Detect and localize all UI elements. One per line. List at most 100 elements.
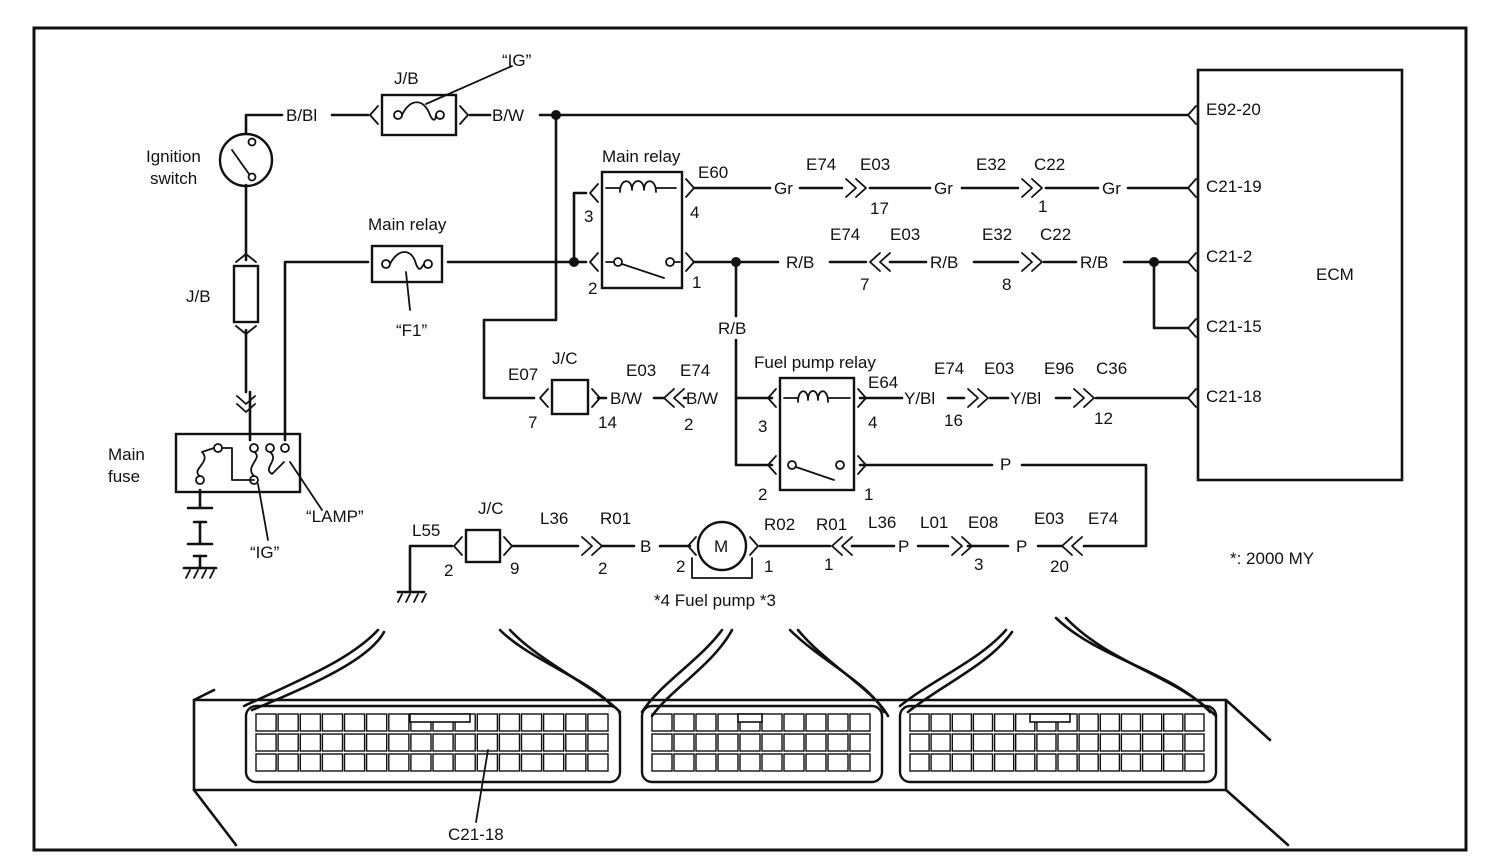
connector-pin — [343, 713, 366, 732]
label-e74-a: E74 — [806, 155, 836, 174]
label-main-relay-upper: Main relay — [602, 147, 681, 166]
connector-pin — [565, 753, 587, 772]
connector-pin — [695, 713, 717, 732]
connector-pin — [343, 733, 366, 752]
connector-pin — [1099, 753, 1121, 772]
label-e60: E60 — [698, 163, 728, 182]
label-c21-2: C21-2 — [1206, 247, 1252, 266]
connector-pin — [1078, 713, 1099, 732]
label-c21-18-bottom: C21-18 — [448, 825, 504, 844]
connector-latch-tab — [409, 713, 471, 723]
label-e96: E96 — [1044, 359, 1074, 378]
label-9: 9 — [510, 559, 519, 578]
label-ig-low: “IG” — [250, 543, 280, 562]
label-pin-2-a: 2 — [588, 279, 597, 298]
connector-pin — [277, 733, 299, 752]
battery-ground-symbol — [182, 506, 218, 579]
label-l36-a: L36 — [540, 509, 568, 528]
label-l55: L55 — [412, 521, 440, 540]
connector-latch-tab — [1029, 713, 1071, 723]
label-2-b: 2 — [684, 415, 693, 434]
connector-pin — [343, 753, 366, 772]
label-c22-a: C22 — [1034, 155, 1065, 174]
connector-pin — [1120, 713, 1142, 732]
label-rb-vertical: R/B — [718, 319, 746, 338]
label-switch: switch — [150, 169, 197, 188]
fuel-pump-relay — [767, 376, 867, 492]
connector-pin — [972, 713, 994, 732]
connector-pin — [1184, 753, 1205, 772]
connector-pin — [739, 733, 761, 752]
connector-pin — [805, 753, 827, 772]
connector-pin — [930, 753, 951, 772]
label-rb-2: R/B — [930, 253, 958, 272]
connector-pin — [783, 733, 805, 752]
label-17: 17 — [870, 199, 889, 218]
label-fuse: fuse — [108, 467, 140, 486]
label-ignition: Ignition — [146, 147, 201, 166]
label-bw-3: B/W — [686, 389, 718, 408]
connector-latch-tab — [737, 713, 763, 723]
label-2-e: 2 — [598, 559, 607, 578]
connector-pin — [761, 753, 783, 772]
label-jb-top: J/B — [394, 69, 419, 88]
connector-pin — [761, 733, 783, 752]
connector-pin — [1120, 753, 1142, 772]
connector-pin — [299, 733, 322, 752]
connector-pin — [805, 733, 827, 752]
connector-pin — [849, 713, 871, 732]
connector-pin — [410, 733, 432, 752]
connector-pin — [498, 753, 521, 772]
label-e03-b: E03 — [890, 225, 920, 244]
label-e92-20: E92-20 — [1206, 100, 1261, 119]
connector-pin — [993, 733, 1015, 752]
connector-pin — [1036, 733, 1057, 752]
label-c36: C36 — [1096, 359, 1127, 378]
connector-pin — [542, 753, 565, 772]
label-e32-a: E32 — [976, 155, 1006, 174]
label-l36-b: L36 — [868, 513, 896, 532]
label-pin-3-b: 3 — [758, 417, 767, 436]
label-e32-b: E32 — [982, 225, 1012, 244]
connector-pin — [673, 753, 695, 772]
connector-pin — [1057, 753, 1078, 772]
connector-pin — [695, 753, 717, 772]
connector-pin — [542, 733, 565, 752]
label-p-1: P — [1000, 455, 1011, 474]
connector-pin — [951, 713, 973, 732]
connector-pin — [739, 753, 761, 772]
junction-dots — [551, 110, 1159, 267]
connector-pin — [476, 733, 499, 752]
connector-pin — [542, 713, 565, 732]
label-e03-a: E03 — [860, 155, 890, 174]
label-ybl-1: Y/Bl — [904, 389, 935, 408]
connector-pin — [1120, 733, 1142, 752]
ecm-connector-illustration — [192, 616, 1290, 847]
label-c21-18: C21-18 — [1206, 387, 1262, 406]
label-ecm: ECM — [1316, 265, 1354, 284]
connector-pin — [1162, 713, 1184, 732]
label-1-d: 1 — [764, 557, 773, 576]
label-pin-4-b: 4 — [868, 413, 877, 432]
connector-pin — [388, 713, 410, 732]
connector-pin — [520, 713, 543, 732]
label-e03-e: E03 — [1034, 509, 1064, 528]
connector-pin — [388, 753, 410, 772]
connector-pin — [321, 753, 344, 772]
label-gr-1: Gr — [774, 179, 793, 198]
label-e03-d: E03 — [984, 359, 1014, 378]
label-fuel-pump: *4 Fuel pump *3 — [654, 591, 776, 610]
label-m: M — [714, 537, 728, 556]
connector-pin — [321, 733, 344, 752]
connector-pin — [1184, 733, 1205, 752]
label-2000-my: *: 2000 MY — [1230, 549, 1314, 568]
connector-pin — [365, 753, 388, 772]
label-2-f: 2 — [676, 557, 685, 576]
connector-pin — [930, 713, 951, 732]
connector-pin — [365, 713, 388, 732]
label-fuel-pump-relay: Fuel pump relay — [754, 353, 876, 372]
label-p-3: P — [1016, 537, 1027, 556]
ecm-pin-chevrons — [1187, 105, 1197, 408]
label-gr-2: Gr — [934, 179, 953, 198]
